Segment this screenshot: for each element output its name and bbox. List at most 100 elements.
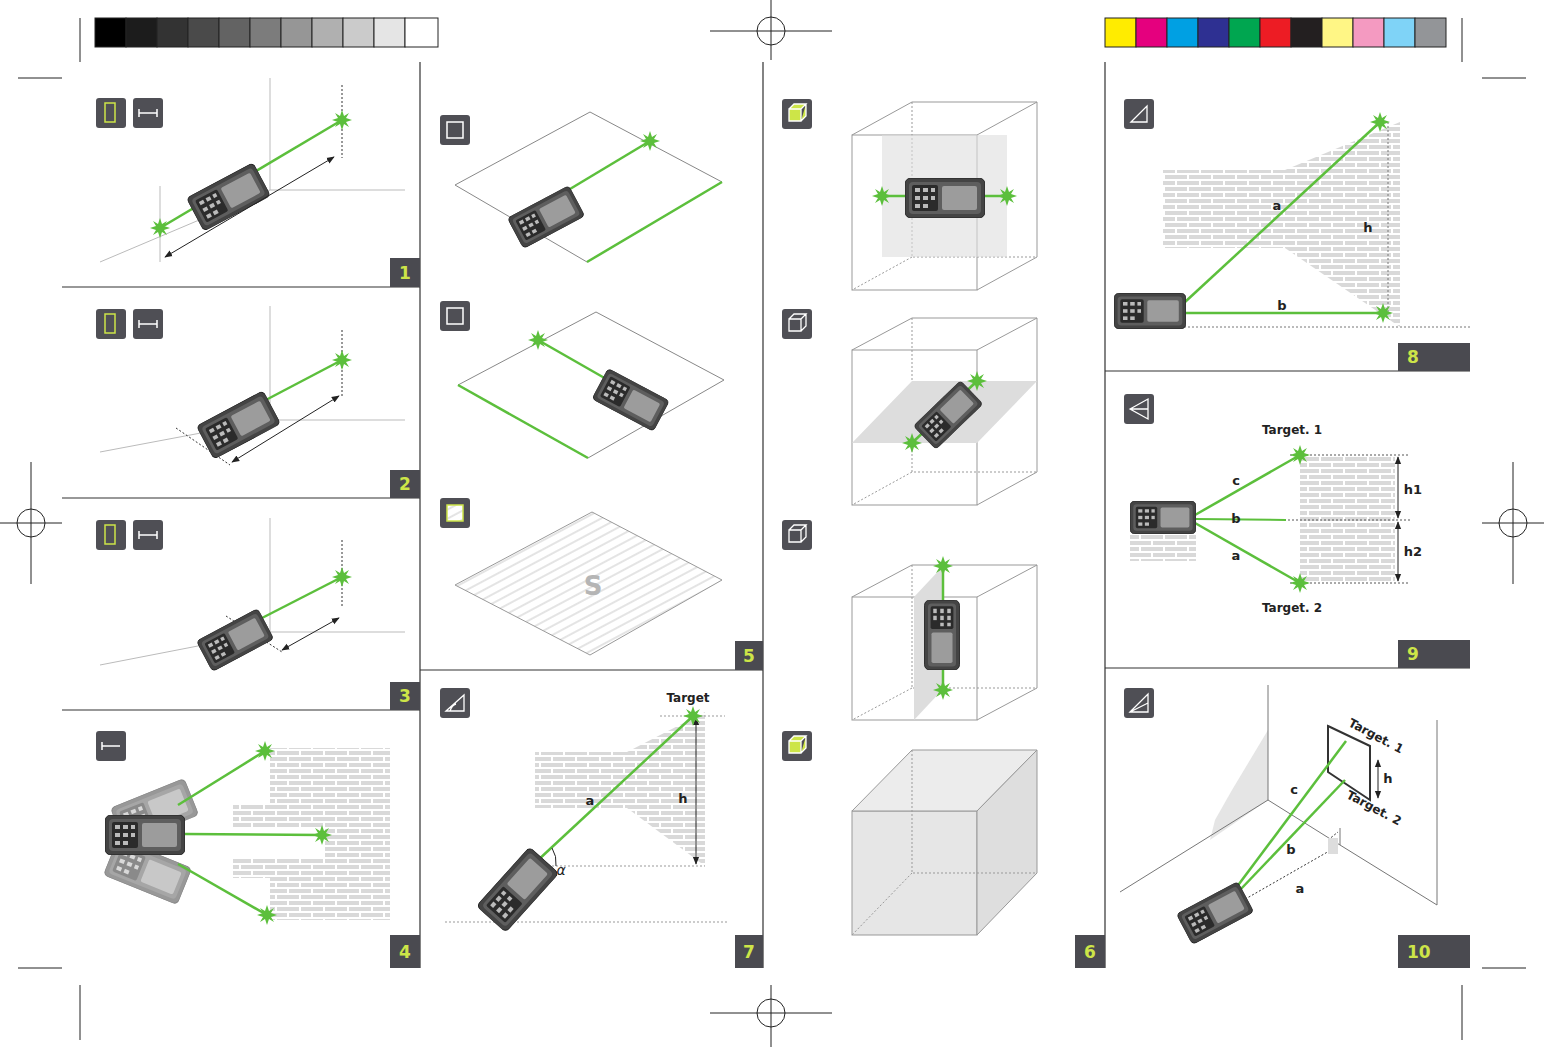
brick-wall bbox=[270, 748, 390, 804]
step-number: 7 bbox=[743, 942, 755, 962]
diagram-label: b bbox=[1231, 512, 1240, 525]
panel-7-scene bbox=[445, 706, 728, 933]
step-number-tile: 5 bbox=[735, 641, 763, 670]
icon-glyph bbox=[789, 736, 806, 753]
laser-meter bbox=[1176, 881, 1254, 945]
step-number: 1 bbox=[399, 263, 411, 283]
height-arrow bbox=[1398, 522, 1399, 581]
swatch bbox=[1353, 18, 1384, 47]
laser-beam bbox=[1240, 780, 1345, 890]
swatch bbox=[219, 18, 250, 47]
icon-glyph bbox=[139, 109, 157, 117]
laser-dot bbox=[902, 433, 922, 453]
icon-glyph bbox=[1130, 399, 1148, 419]
step-number: 4 bbox=[399, 942, 411, 962]
swatch bbox=[157, 18, 188, 47]
step-number-tile: 9 bbox=[1398, 640, 1470, 668]
laser-dot bbox=[332, 567, 352, 587]
mode-icon bbox=[440, 115, 470, 145]
mode-icon bbox=[133, 520, 163, 550]
laser-dot bbox=[997, 186, 1017, 206]
swatch bbox=[95, 18, 126, 47]
step-number-tile: 4 bbox=[390, 935, 420, 968]
registration-mark bbox=[0, 462, 62, 584]
laser-dot bbox=[1290, 445, 1310, 465]
laser-beam bbox=[1236, 741, 1346, 888]
panel-5-scene bbox=[455, 112, 724, 655]
laser-dot bbox=[332, 110, 352, 130]
panel-3-scene bbox=[100, 518, 405, 672]
dimension-arrow bbox=[282, 618, 339, 650]
diagram-label: S bbox=[584, 573, 603, 599]
swatch bbox=[1415, 18, 1446, 47]
swatch bbox=[1384, 18, 1415, 47]
side-wall bbox=[1210, 730, 1268, 840]
mode-icon bbox=[96, 520, 126, 550]
diagram-label: h bbox=[1383, 772, 1392, 785]
diagram-label: Target. 1 bbox=[1262, 424, 1322, 436]
swatch bbox=[1167, 18, 1198, 47]
crop-mark bbox=[18, 18, 1526, 1040]
mode-icon bbox=[440, 301, 470, 331]
brick-wall bbox=[1300, 455, 1395, 583]
laser-meter bbox=[1130, 501, 1196, 534]
laser-dot bbox=[257, 905, 277, 925]
swatch bbox=[126, 18, 157, 47]
icon-glyph bbox=[447, 122, 463, 138]
icon-glyph bbox=[105, 314, 115, 333]
swatch bbox=[405, 18, 438, 47]
panel-10-scene bbox=[1120, 685, 1437, 945]
laser-dot bbox=[1370, 112, 1390, 132]
cube-hidden-edges bbox=[852, 318, 1037, 505]
diagram-label: c bbox=[1290, 783, 1298, 796]
wall-gap bbox=[233, 828, 325, 858]
color-bar bbox=[1105, 18, 1446, 47]
step-number: 8 bbox=[1407, 347, 1419, 367]
laser-dot bbox=[528, 330, 548, 350]
swatch bbox=[1105, 18, 1136, 47]
diagram-label: h bbox=[1363, 221, 1372, 234]
mode-icon bbox=[782, 731, 812, 761]
laser-meter bbox=[1114, 293, 1186, 329]
panel-6-scene bbox=[852, 102, 1037, 935]
mode-icon bbox=[133, 98, 163, 128]
diagram-label: a bbox=[586, 794, 595, 807]
step-number: 9 bbox=[1407, 644, 1419, 664]
laser-beam bbox=[1195, 523, 1300, 583]
laser-beam bbox=[565, 141, 650, 192]
laser-meter bbox=[925, 600, 960, 670]
dimension-arrow bbox=[232, 396, 339, 462]
step-number-tile: 6 bbox=[1075, 935, 1105, 968]
laser-meter bbox=[105, 815, 185, 855]
laser-meter bbox=[196, 608, 274, 672]
cube-edges bbox=[852, 102, 1037, 290]
laser-meter bbox=[905, 178, 985, 218]
mode-icon bbox=[440, 498, 470, 528]
laser-dot bbox=[872, 186, 892, 206]
laser-beam bbox=[1185, 122, 1380, 302]
mode-icon bbox=[96, 98, 126, 128]
mode-icon bbox=[440, 688, 470, 718]
grey-scale-bar bbox=[95, 18, 438, 47]
icon-glyph bbox=[789, 104, 806, 121]
swatch bbox=[374, 18, 405, 47]
swatch bbox=[1322, 18, 1353, 47]
icon-glyph bbox=[447, 505, 463, 521]
mode-icon bbox=[1124, 99, 1154, 129]
mode-icon bbox=[1124, 394, 1154, 424]
dimension-arrow bbox=[165, 157, 334, 257]
cube-hidden-edges bbox=[852, 102, 1037, 290]
step-number-tile: 3 bbox=[390, 682, 420, 710]
icon-glyph bbox=[1130, 694, 1148, 712]
laser-beam bbox=[178, 751, 265, 805]
step-number: 5 bbox=[743, 646, 755, 666]
registration-mark bbox=[710, 0, 832, 60]
floor-plane bbox=[455, 112, 722, 262]
step-number-tile: 1 bbox=[390, 258, 420, 287]
cube-edges bbox=[852, 318, 1037, 505]
mode-icon bbox=[1124, 688, 1154, 718]
cube-face bbox=[977, 750, 1037, 935]
brick-wall bbox=[270, 878, 390, 920]
mode-icon bbox=[96, 309, 126, 339]
laser-beam bbox=[1195, 455, 1300, 515]
